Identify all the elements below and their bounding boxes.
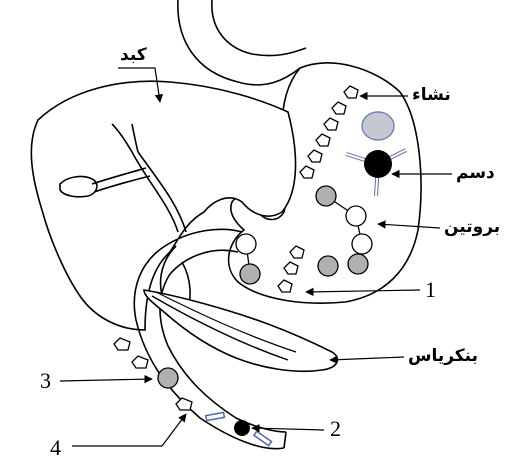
esophagus-right-wall [212, 0, 306, 56]
label-number-2: 2 [330, 416, 341, 441]
intestine-fat-molecule [234, 420, 250, 436]
intestine-end [284, 432, 286, 448]
intestine-starch-pieces [114, 338, 192, 410]
starch-blob [362, 112, 394, 140]
label-number-4: 4 [50, 435, 61, 460]
label-fat: دسم [456, 163, 495, 183]
gallbladder [60, 177, 97, 197]
intestine-gray-molecule [158, 368, 178, 388]
label-liver: كبد [120, 45, 147, 65]
label-starch: نشاء [412, 85, 451, 105]
esophagus-left-wall [178, 0, 300, 85]
intestine-fat-piece-1 [206, 412, 225, 420]
intestine-fat-piece-2 [254, 431, 272, 445]
label-number-1: 1 [425, 277, 436, 302]
label-pancreas: بنكرياس [408, 346, 478, 366]
label-protein: بروتين [444, 217, 500, 237]
label-number-3: 3 [40, 368, 51, 393]
